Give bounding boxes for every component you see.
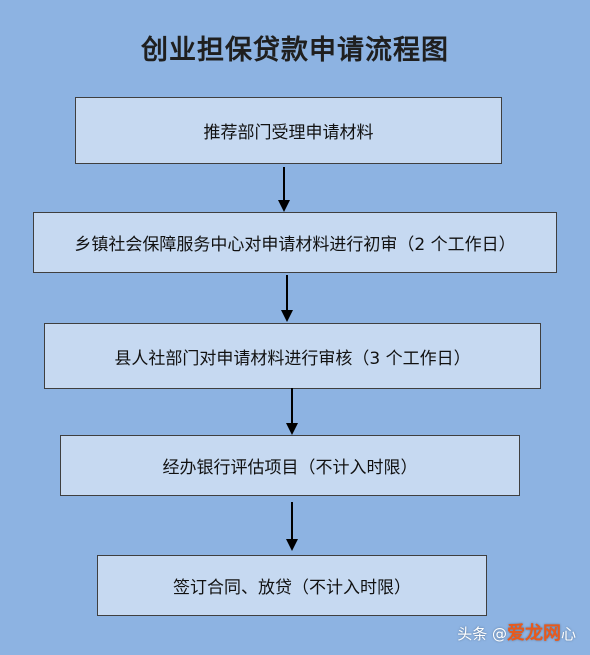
arrow-2-to-3: [281, 275, 293, 322]
diagram-title: 创业担保贷款申请流程图: [141, 35, 449, 66]
arrow-4-to-5: [286, 502, 298, 551]
step-5-label: 签订合同、放贷（不计入时限）: [173, 578, 411, 598]
step-2-label: 乡镇社会保障服务中心对申请材料进行初审（2 个工作日）: [74, 235, 516, 255]
watermark-suffix: 心: [560, 625, 576, 643]
arrow-1-to-2: [278, 167, 290, 212]
step-3-label: 县人社部门对申请材料进行审核（3 个工作日）: [114, 348, 471, 369]
step-5-box: 签订合同、放贷（不计入时限）: [97, 555, 487, 616]
watermark: 头条 @爱龙网心: [457, 619, 576, 645]
step-4-box: 经办银行评估项目（不计入时限）: [60, 435, 520, 496]
arrow-3-to-4: [286, 388, 298, 435]
step-3-box: 县人社部门对申请材料进行审核（3 个工作日）: [44, 323, 541, 389]
step-2-box: 乡镇社会保障服务中心对申请材料进行初审（2 个工作日）: [33, 212, 557, 273]
step-1-box: 推荐部门受理申请材料: [75, 97, 502, 164]
watermark-prefix: 头条 @: [457, 625, 507, 643]
step-1-label: 推荐部门受理申请材料: [203, 123, 374, 143]
step-4-label: 经办银行评估项目（不计入时限）: [162, 458, 418, 478]
watermark-brand: 爱龙网: [506, 623, 561, 644]
